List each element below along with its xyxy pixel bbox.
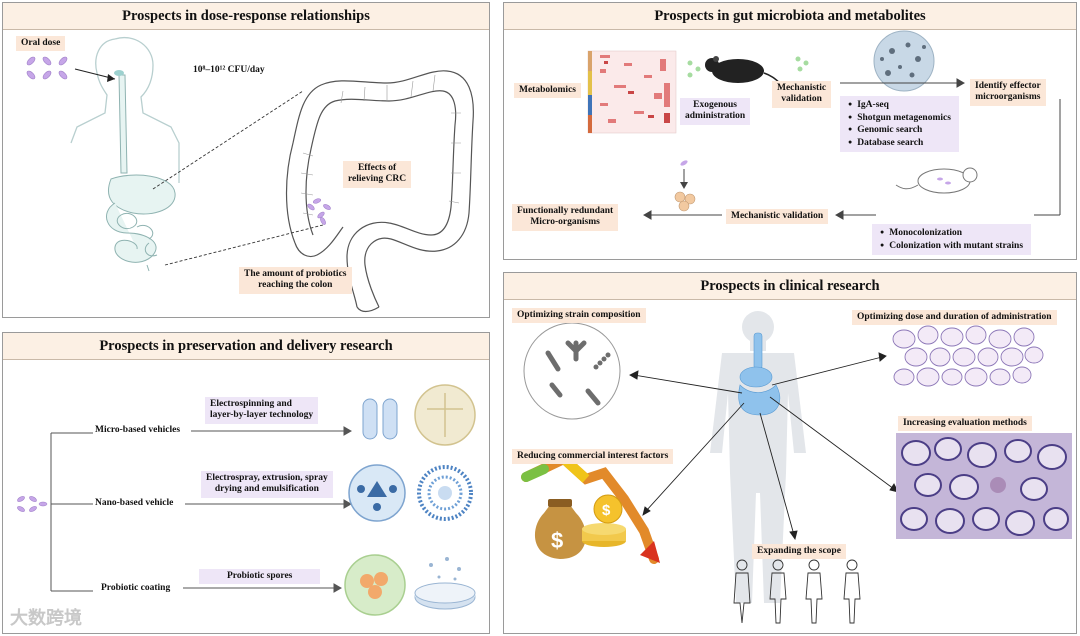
panel-title: Prospects in clinical research — [504, 273, 1076, 300]
colonization-item: Colonization with mutant strains — [880, 240, 1023, 253]
functionally-redundant-label: Functionally redundant Micro-organisms — [512, 204, 619, 231]
method-item: Database search — [848, 137, 951, 150]
watermark: 大数跨境 — [10, 608, 82, 629]
method-list: IgA-seq Shotgun metagenomics Genomic sea… — [840, 96, 959, 152]
evaluation-methods-label: Increasing evaluation methods — [898, 416, 1032, 432]
panel-dose-response: Prospects in dose-response relationships — [2, 2, 490, 318]
expanding-scope-label: Expanding the scope — [752, 544, 846, 560]
colonization-list: Monocolonization Colonization with mutan… — [872, 224, 1032, 255]
nanoparticle-icon — [348, 464, 406, 522]
metabolomics-label: Metabolomics — [514, 83, 581, 99]
people-figures-icon — [733, 559, 861, 624]
money-bag-icon: $ $ — [521, 453, 660, 564]
cfu-label: 10⁸–10¹² CFU/day — [193, 65, 265, 75]
panel-title: Prospects in gut microbiota and metaboli… — [504, 3, 1076, 30]
gut-illustration — [587, 30, 1061, 220]
dose-duration-label: Optimizing dose and duration of administ… — [852, 310, 1057, 326]
identify-label: Identify effector microorganisms — [970, 79, 1046, 106]
dose-illustration — [26, 37, 474, 313]
exogenous-label: Exogenous administration — [680, 98, 751, 125]
mouse-outline-icon — [895, 167, 978, 194]
panel-title: Prospects in dose-response relationships — [3, 3, 489, 30]
coated-probiotic-icon — [344, 554, 406, 616]
heatmap — [587, 50, 677, 134]
strain-composition-label: Optimizing strain composition — [512, 308, 646, 324]
micelle-icon — [417, 465, 473, 521]
oral-dose-label: Oral dose — [16, 36, 66, 52]
microscopy-icon — [873, 30, 935, 92]
panel-title: Prospects in preservation and delivery r… — [3, 333, 489, 360]
nano-vehicle-label: Nano-based vehicle — [95, 498, 174, 508]
micro-vehicle-label: Micro-based vehicles — [95, 425, 181, 435]
method-item: Shotgun metagenomics — [848, 112, 951, 125]
panel-clinical-research: Prospects in clinical research — [503, 272, 1077, 634]
amount-label: The amount of probiotics reaching the co… — [239, 267, 352, 294]
human-silhouette — [710, 311, 806, 603]
mechanistic-validation-top: Mechanistic validation — [772, 81, 832, 108]
spore-plate-icon — [414, 557, 476, 610]
bacteria-cluster-icon — [674, 160, 696, 212]
method-item: IgA-seq — [848, 99, 951, 112]
capsule-icon — [362, 398, 398, 440]
mouse-icon — [705, 56, 787, 88]
cell-cluster-icon — [892, 325, 1044, 387]
strain-composition-icon — [523, 322, 621, 420]
svg-text:$: $ — [602, 502, 611, 519]
tablet-icon — [414, 384, 476, 446]
panel-gut-microbiota: Prospects in gut microbiota and metaboli… — [503, 2, 1077, 260]
colonization-item: Monocolonization — [880, 227, 1023, 240]
micro-tech-label: Electrospinning and layer-by-layer techn… — [205, 397, 319, 424]
coating-label: Probiotic coating — [101, 583, 171, 593]
panel-preservation-delivery: Prospects in preservation and delivery r… — [2, 332, 490, 634]
effects-label: Effects of relieving CRC — [343, 161, 412, 188]
svg-text:$: $ — [551, 528, 563, 553]
spores-label: Probiotic spores — [199, 569, 321, 585]
nano-tech-label: Electrospray, extrusion, spray drying an… — [201, 471, 333, 498]
histology-image — [896, 433, 1072, 539]
preservation-illustration — [17, 384, 476, 616]
mechanistic-validation-bottom: Mechanistic validation — [726, 209, 829, 225]
method-item: Genomic search — [848, 124, 951, 137]
commercial-factors-label: Reducing commercial interest factors — [512, 449, 674, 465]
